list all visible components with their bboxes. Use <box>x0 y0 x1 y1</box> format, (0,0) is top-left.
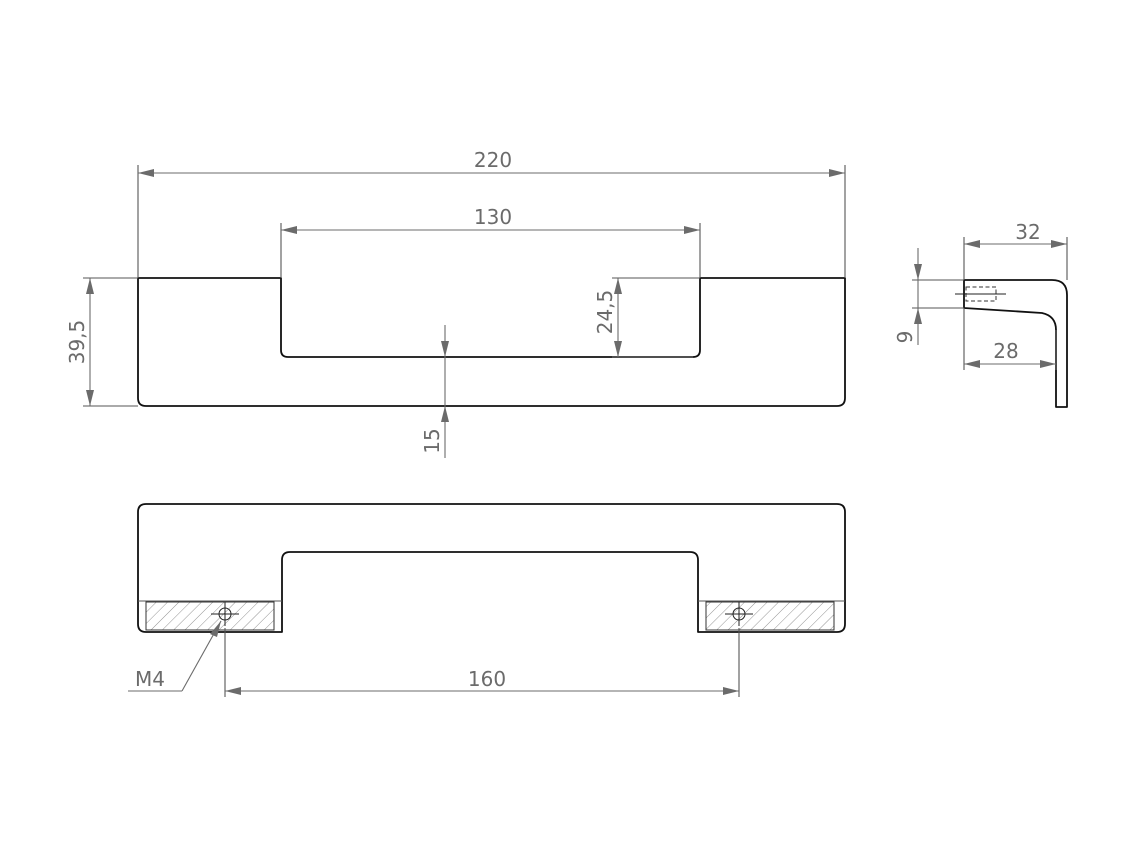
dimension-cutout-length: 130 <box>281 205 700 234</box>
bottom-view-outline <box>137 503 846 633</box>
thread-callout-text: M4 <box>135 667 165 691</box>
bottom-extension-lines <box>224 628 740 697</box>
bottom-view <box>137 503 846 633</box>
dimension-side-thickness: 9 <box>893 248 922 345</box>
dimension-text-overall-height: 39,5 <box>65 320 89 365</box>
left-hatched-section <box>145 601 275 631</box>
dimension-bottom-thickness: 15 <box>420 325 449 458</box>
side-view-outline <box>963 279 1068 408</box>
dimension-text-cutout-length: 130 <box>474 205 512 229</box>
dimension-text-side-inner-depth: 28 <box>993 339 1018 363</box>
dimension-text-bottom-thickness: 15 <box>420 428 444 453</box>
front-view <box>137 277 846 407</box>
front-view-outline <box>137 277 846 407</box>
dimension-text-hole-spacing: 160 <box>468 667 506 691</box>
left-thread-hole <box>211 602 239 626</box>
dimension-overall-height: 39,5 <box>65 278 94 406</box>
thread-callout: M4 <box>128 620 222 692</box>
right-thread-hole <box>725 602 753 626</box>
dimension-overall-length: 220 <box>138 148 845 177</box>
dimension-text-overall-length: 220 <box>474 148 512 172</box>
dimension-side-depth: 32 <box>964 220 1067 248</box>
dimension-text-side-depth: 32 <box>1015 220 1040 244</box>
dimension-hole-spacing: 160 <box>225 667 739 695</box>
side-view <box>955 279 1068 408</box>
dimension-text-side-thickness: 9 <box>893 331 917 344</box>
front-extension-lines <box>83 165 846 407</box>
dimension-cutout-depth: 24,5 <box>593 278 622 357</box>
dimension-text-cutout-depth: 24,5 <box>593 290 617 335</box>
right-hatched-section <box>705 601 835 631</box>
side-extension-lines <box>912 237 1068 370</box>
dimension-side-inner-depth: 28 <box>964 339 1056 368</box>
